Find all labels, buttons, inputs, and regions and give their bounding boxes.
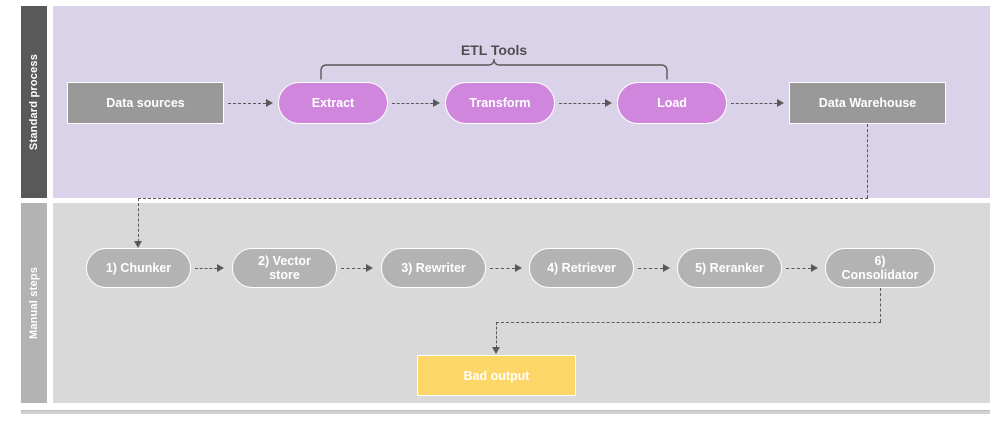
node-extract-label: Extract [311, 96, 355, 110]
node-reranker[interactable]: 5) Reranker [677, 248, 782, 288]
connector-data-warehouse-across [138, 198, 868, 199]
node-bad-output-label: Bad output [463, 368, 530, 383]
node-load-label: Load [657, 96, 687, 110]
node-retriever-label: 4) Retriever [547, 261, 616, 275]
node-chunker[interactable]: 1) Chunker [86, 248, 191, 288]
arrowhead-to-data-warehouse [777, 98, 784, 107]
bottom-divider [21, 410, 990, 414]
arrowhead-to-load [605, 98, 612, 107]
node-chunker-label: 1) Chunker [105, 261, 172, 275]
lane-label-manual-steps: Manual steps [21, 203, 47, 403]
etl-tools-label: ETL Tools [460, 42, 528, 58]
node-data-warehouse[interactable]: Data Warehouse [789, 82, 946, 124]
arrowhead-to-bad-output [491, 347, 500, 354]
node-data-sources[interactable]: Data sources [67, 82, 224, 124]
node-vector-store[interactable]: 2) Vector store [232, 248, 337, 288]
node-retriever[interactable]: 4) Retriever [529, 248, 634, 288]
node-consolidator-label: 6) Consolidator [841, 254, 919, 282]
node-reranker-label: 5) Reranker [695, 261, 764, 275]
arrowhead-to-rewriter [366, 263, 373, 272]
arrowhead-to-vector-store [217, 263, 224, 272]
node-transform[interactable]: Transform [445, 82, 555, 124]
lane-label-manual-steps-text: Manual steps [28, 266, 40, 340]
arrowhead-to-retriever [515, 263, 522, 272]
node-extract[interactable]: Extract [278, 82, 388, 124]
node-data-warehouse-label: Data Warehouse [818, 96, 917, 110]
node-rewriter-label: 3) Rewriter [401, 261, 466, 275]
arrowhead-to-reranker [663, 263, 670, 272]
node-rewriter[interactable]: 3) Rewriter [381, 248, 486, 288]
node-vector-store-label: 2) Vector store [258, 254, 311, 282]
node-consolidator[interactable]: 6) Consolidator [825, 248, 935, 288]
lane-label-standard-process-text: Standard process [28, 53, 40, 151]
node-bad-output[interactable]: Bad output [417, 355, 576, 396]
node-load[interactable]: Load [617, 82, 727, 124]
arrowhead-to-extract [266, 98, 273, 107]
arrowhead-to-transform [433, 98, 440, 107]
etl-tools-bracket-icon [320, 58, 668, 80]
lane-label-standard-process: Standard process [21, 6, 47, 198]
node-data-sources-label: Data sources [106, 96, 185, 110]
arrowhead-to-consolidator [811, 263, 818, 272]
node-transform-label: Transform [469, 96, 531, 110]
arrowhead-to-chunker [133, 241, 142, 248]
